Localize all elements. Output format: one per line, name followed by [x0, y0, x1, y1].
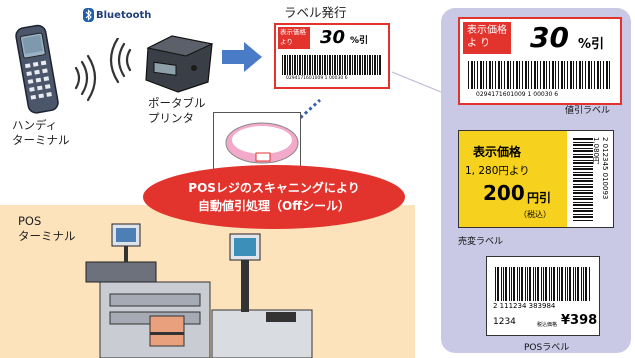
portable-printer-label: ポータブル プリンタ [148, 96, 206, 125]
issue-arrow [222, 42, 262, 72]
bluetooth-logo: Bluetooth [83, 8, 151, 22]
wave-left-2 [80, 60, 89, 96]
small-tag-barcode-text: 0294171601009 1 00030 6 [286, 76, 348, 81]
sale-label-barcode [573, 137, 593, 221]
pos-label-price-prefix: 税込価格 [537, 322, 558, 328]
portable-printer-device [145, 35, 214, 93]
discount-label-price: 30 [530, 21, 569, 54]
label-issue-title: ラベル発行 [284, 5, 347, 20]
wave-right-3 [109, 38, 120, 84]
discount-label-red-box: 表示価格 よ り [463, 22, 511, 54]
sale-label-line2: 1, 280円より [465, 165, 530, 177]
sale-label-price: 200 [483, 181, 525, 205]
pos-label-code: 1234 [493, 317, 516, 327]
sale-label-card: 表示価格 1, 280円より 200 円引 （税込） 2 012345 0100… [458, 130, 614, 228]
wave-left-3 [86, 54, 97, 102]
sale-label-unit: 円引 [527, 191, 552, 205]
wave-left-1 [74, 66, 81, 90]
wave-right-2 [117, 42, 126, 78]
pos-register-illustration [85, 223, 313, 358]
small-tag-price: 30 [320, 27, 346, 48]
pos-terminal-label: POS ターミナル [18, 214, 76, 243]
small-discount-tag: 表示価格 より 30 %引 0294171601009 1 00030 6 [274, 23, 390, 89]
sale-label-line1: 表示価格 [473, 145, 522, 159]
pos-label-price: ¥398 [561, 313, 598, 328]
product-plate-icon [225, 122, 299, 164]
pos-label-digits: 2 111234 383984 [493, 302, 556, 310]
discount-label-card: 表示価格 よ り 30 %引 0294171601009 1 00030 6 [458, 17, 622, 105]
sale-label-side-text: 2 012345 010093 1,080円 [592, 137, 609, 200]
handy-terminal-label: ハンディ ターミナル [12, 118, 70, 147]
discount-label-barcode-text: 0294171601009 1 00030 6 [476, 91, 559, 98]
discount-label-unit: %引 [578, 37, 605, 52]
bluetooth-icon [83, 8, 94, 22]
product-image-box [213, 112, 301, 176]
wave-right-1 [125, 48, 132, 72]
sale-label-yellow-area [459, 131, 567, 227]
handy-terminal-device [15, 24, 59, 114]
small-tag-barcode [282, 55, 382, 75]
wireless-waves [74, 38, 132, 102]
discount-label-barcode [468, 61, 610, 89]
sale-label-tax: （税込） [519, 210, 551, 219]
pos-label-barcode [495, 267, 591, 301]
scan-bubble: POSレジのスキャニングにより 自動値引処理（Offシール） [143, 165, 405, 229]
pos-label-caption: POSラベル [524, 343, 570, 353]
small-tag-red-box: 表示価格 より [278, 27, 310, 49]
panel-connector [391, 71, 442, 93]
sale-label-caption: 売変ラベル [458, 237, 504, 247]
discount-label-caption: 値引ラベル [565, 106, 611, 116]
pos-label-card: 2 111234 383984 1234 税込価格 ¥398 [486, 256, 600, 336]
small-tag-unit: %引 [350, 36, 369, 46]
